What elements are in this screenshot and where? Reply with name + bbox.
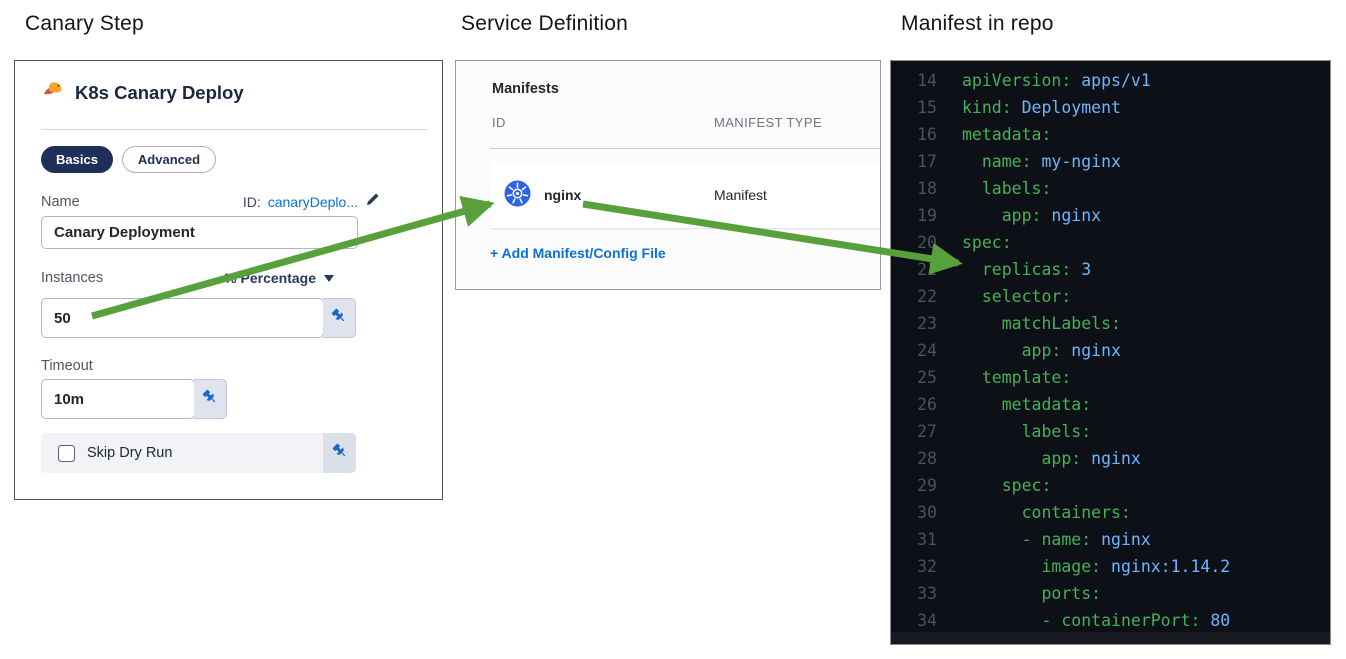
pushpin-icon bbox=[201, 388, 219, 411]
timeout-label-row: Timeout bbox=[41, 358, 380, 374]
manifests-heading: Manifests bbox=[492, 81, 559, 97]
id-prefix: ID: bbox=[242, 194, 261, 210]
service-definition-card: Manifests ID MANIFEST TYPE bbox=[455, 60, 881, 290]
manifest-id-cell: nginx bbox=[504, 180, 581, 210]
caret-down-icon bbox=[324, 274, 334, 282]
timeout-label: Timeout bbox=[41, 358, 93, 374]
step-id-link[interactable]: canaryDeplo... bbox=[267, 194, 358, 210]
skip-dry-run-label: Skip Dry Run bbox=[87, 445, 173, 461]
instances-label-row: Instances % Percentage bbox=[41, 270, 334, 286]
skip-dry-run-pin-button[interactable] bbox=[323, 433, 356, 473]
skip-dry-run-row: Skip Dry Run bbox=[41, 433, 356, 473]
name-input[interactable] bbox=[41, 216, 358, 249]
horizontal-scrollbar[interactable] bbox=[891, 632, 1330, 644]
step-heading: K8s Canary Deploy bbox=[75, 82, 244, 103]
canary-bird-icon bbox=[41, 82, 64, 104]
manifest-id-value: nginx bbox=[544, 187, 582, 203]
unit-selector-value: % Percentage bbox=[224, 270, 316, 286]
step-tabs: Basics Advanced bbox=[41, 146, 217, 173]
skip-dry-run-checkbox[interactable] bbox=[58, 444, 75, 462]
table-header-divider bbox=[490, 148, 880, 149]
instances-input-group bbox=[41, 298, 356, 338]
code-line: 34- containerPort: 80 bbox=[917, 611, 1231, 630]
pushpin-icon bbox=[331, 442, 349, 465]
canary-step-title: Canary Step bbox=[25, 12, 144, 35]
code-line: 31- name: nginx bbox=[917, 530, 1151, 549]
header-divider bbox=[41, 129, 428, 130]
timeout-input[interactable] bbox=[41, 379, 195, 419]
unit-selector[interactable]: % Percentage bbox=[224, 270, 334, 286]
timeout-input-group bbox=[41, 379, 227, 419]
name-label: Name bbox=[41, 194, 80, 210]
manifest-row[interactable]: nginx Manifest bbox=[490, 162, 880, 229]
pencil-icon[interactable] bbox=[365, 192, 380, 212]
column-header-manifest-type: MANIFEST TYPE bbox=[714, 115, 823, 130]
step-header: K8s Canary Deploy bbox=[41, 79, 244, 107]
instances-label: Instances bbox=[41, 270, 104, 286]
column-header-id: ID bbox=[492, 115, 506, 130]
instances-input[interactable] bbox=[41, 298, 324, 338]
pushpin-icon bbox=[330, 307, 348, 330]
step-id-group: ID: canaryDeplo... bbox=[243, 192, 380, 212]
kubernetes-icon bbox=[504, 180, 531, 210]
canary-step-card: K8s Canary Deploy Basics Advanced Name I… bbox=[14, 60, 443, 500]
timeout-pin-button[interactable] bbox=[194, 379, 227, 419]
manifest-in-repo-title: Manifest in repo bbox=[901, 12, 1054, 35]
manifest-type-value: Manifest bbox=[714, 187, 767, 203]
tab-basics[interactable]: Basics bbox=[41, 146, 113, 173]
add-manifest-link[interactable]: + Add Manifest/Config File bbox=[490, 245, 666, 261]
name-label-row: Name ID: canaryDeplo... bbox=[41, 192, 380, 212]
tab-advanced[interactable]: Advanced bbox=[121, 146, 217, 173]
service-definition-title: Service Definition bbox=[461, 12, 629, 35]
instances-pin-button[interactable] bbox=[323, 298, 356, 338]
